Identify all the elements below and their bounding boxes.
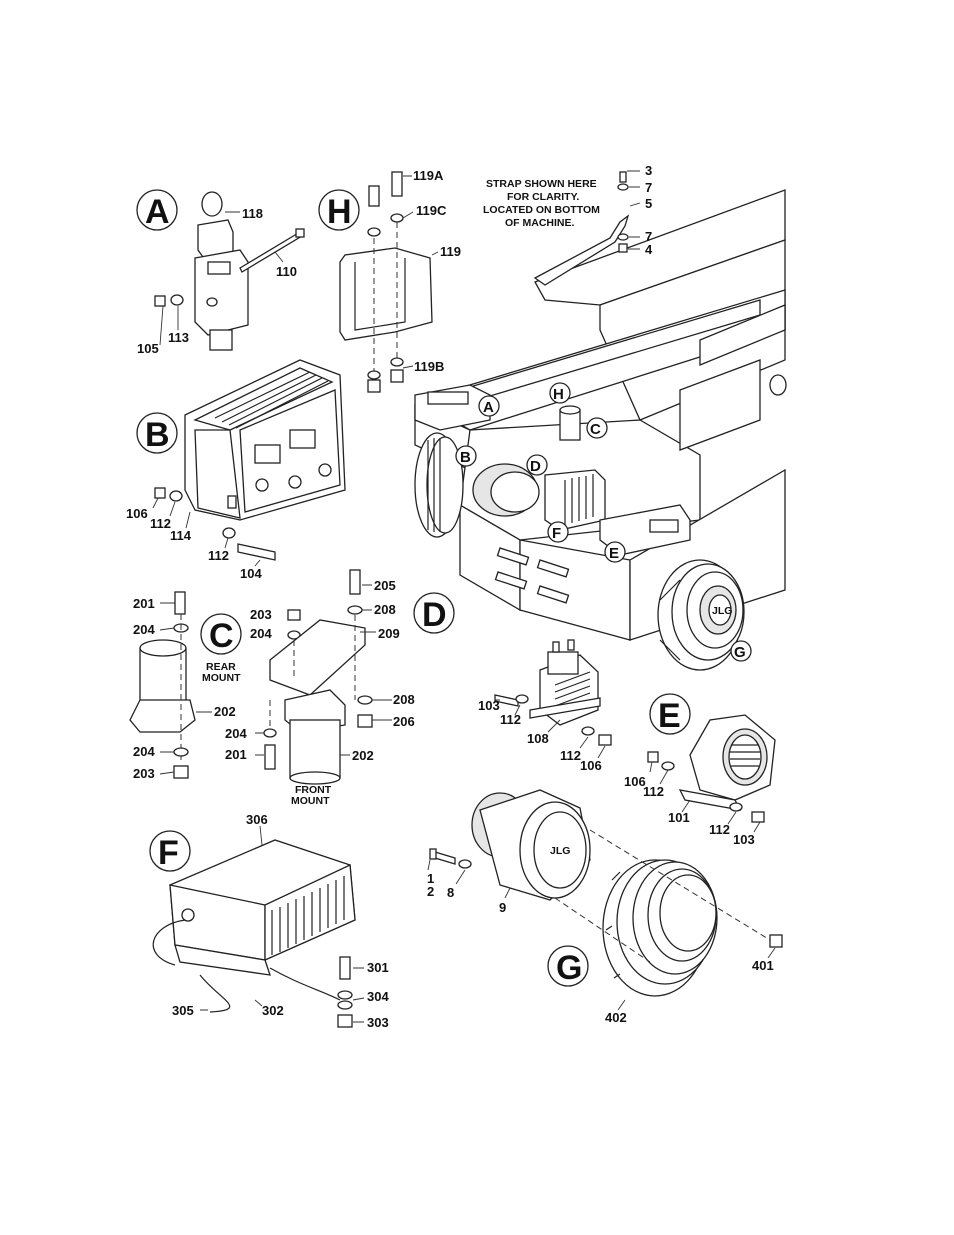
detail-g-drive-wheel: G JLG 1 2 8 9 401 402 <box>427 789 783 1025</box>
label-202-d: 202 <box>352 748 374 763</box>
callout-b: B <box>145 416 170 454</box>
label-402: 402 <box>605 1010 627 1025</box>
front-mount-line2: MOUNT <box>291 795 330 807</box>
label-110: 110 <box>276 264 297 279</box>
callout-f-small: F <box>552 525 561 542</box>
callout-a: A <box>145 193 170 231</box>
label-119c: 119C <box>416 203 447 218</box>
strap-note-line1: STRAP SHOWN HERE <box>486 178 597 190</box>
callout-g-small: G <box>734 644 746 661</box>
callout-e: E <box>658 697 681 735</box>
label-202-c: 202 <box>214 704 236 719</box>
detail-e-alarm: E 106 112 101 112 103 <box>624 693 776 847</box>
label-201-d: 201 <box>225 747 247 762</box>
strap-note-line4: OF MACHINE. <box>505 217 574 229</box>
svg-text:JLG: JLG <box>712 605 732 617</box>
label-301: 301 <box>367 960 389 975</box>
label-303: 303 <box>367 1015 389 1030</box>
label-204-c2: 204 <box>133 744 155 759</box>
detail-d-front-mount: D 205 208 203 204 209 208 206 204 201 20… <box>225 569 455 807</box>
label-204-d2: 204 <box>225 726 247 741</box>
label-306: 306 <box>246 812 268 827</box>
strap-note-line2: FOR CLARITY. <box>507 191 579 203</box>
label-119a: 119A <box>413 168 444 183</box>
label-119: 119 <box>440 244 461 259</box>
callout-h: H <box>327 193 352 231</box>
label-3: 3 <box>645 163 652 178</box>
rear-mount-line2: MOUNT <box>202 672 241 684</box>
callout-b-small: B <box>460 449 471 466</box>
label-108: 108 <box>527 731 549 746</box>
chassis-callouts: A H C B D F E G <box>455 382 752 662</box>
label-208-1: 208 <box>374 602 396 617</box>
label-206: 206 <box>393 714 415 729</box>
label-304: 304 <box>367 989 389 1004</box>
callout-g: G <box>556 949 582 987</box>
label-8: 8 <box>447 885 454 900</box>
label-113: 113 <box>168 330 189 345</box>
label-7-bottom: 7 <box>645 229 652 244</box>
label-112-b1: 112 <box>150 516 171 531</box>
contactor-108: 103 112 108 112 106 <box>478 639 612 773</box>
svg-text:JLG: JLG <box>550 845 570 857</box>
front-mount-line1: FRONT <box>295 784 332 796</box>
label-1: 1 <box>427 871 434 886</box>
callout-f: F <box>158 834 179 872</box>
label-106-b: 106 <box>126 506 148 521</box>
label-112-e2: 112 <box>709 822 730 837</box>
label-4: 4 <box>645 242 653 257</box>
label-204-d1: 204 <box>250 626 272 641</box>
label-105: 105 <box>137 341 159 356</box>
label-209: 209 <box>378 626 400 641</box>
callout-d: D <box>422 596 447 634</box>
callout-e-small: E <box>609 545 619 562</box>
label-112-b2: 112 <box>208 548 229 563</box>
detail-h-bracket: H 119A 119C 119 119B <box>318 168 461 393</box>
detail-b-control-module: B 106 112 114 112 104 <box>126 359 346 581</box>
label-112-c2: 112 <box>560 748 581 763</box>
label-401: 401 <box>752 958 774 973</box>
label-201-c: 201 <box>133 596 155 611</box>
label-103-1: 103 <box>478 698 500 713</box>
label-203-d: 203 <box>250 607 272 622</box>
label-101: 101 <box>668 810 690 825</box>
label-112-e1: 112 <box>643 784 664 799</box>
label-2: 2 <box>427 884 434 899</box>
label-205: 205 <box>374 578 396 593</box>
label-302: 302 <box>262 1003 284 1018</box>
detail-c-rear-mount: C REAR MOUNT 201 204 202 204 203 <box>129 591 242 781</box>
label-106-c: 106 <box>580 758 602 773</box>
label-118: 118 <box>242 206 263 221</box>
label-208-2: 208 <box>393 692 415 707</box>
callout-a-small: A <box>483 399 494 416</box>
label-7-top: 7 <box>645 180 652 195</box>
chassis-assembly: JLG <box>414 189 787 671</box>
detail-a-limit-switch: A 118 110 113 105 <box>136 189 305 356</box>
label-103-2: 103 <box>733 832 755 847</box>
label-9: 9 <box>499 900 506 915</box>
label-305: 305 <box>172 1003 194 1018</box>
callout-d-small: D <box>530 458 541 475</box>
rear-mount-line1: REAR <box>206 661 236 673</box>
strap-detail: 3 7 5 7 4 STRAP SHOWN HERE FOR CLARITY. … <box>483 163 653 286</box>
callout-h-small: H <box>553 386 564 403</box>
label-114: 114 <box>170 528 192 543</box>
callout-c-small: C <box>590 421 601 438</box>
label-106-e: 106 <box>624 774 646 789</box>
strap-note-line3: LOCATED ON BOTTOM <box>483 204 600 216</box>
label-203-c: 203 <box>133 766 155 781</box>
label-204-c1: 204 <box>133 622 155 637</box>
callout-c: C <box>209 617 234 655</box>
detail-f-charger: F 306 301 304 305 302 303 <box>149 812 389 1030</box>
label-112-c1: 112 <box>500 712 521 727</box>
label-119b: 119B <box>414 359 444 374</box>
label-5: 5 <box>645 196 652 211</box>
label-104: 104 <box>240 566 262 581</box>
